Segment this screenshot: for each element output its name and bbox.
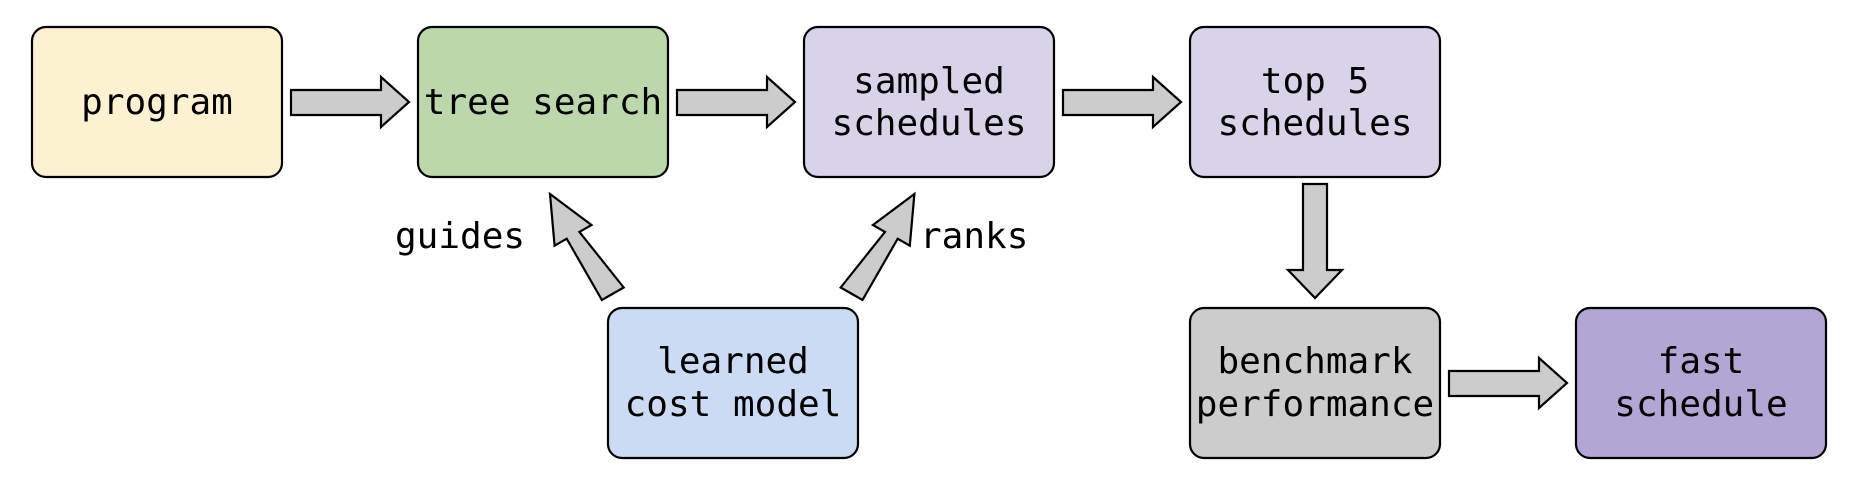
- node-learned-cost-model: learned cost model: [606, 306, 860, 460]
- arrow-cost-model-ranks-sampled: [839, 191, 916, 302]
- node-top5-schedules: top 5 schedules: [1188, 25, 1442, 179]
- fast-schedule-box: [1574, 306, 1828, 460]
- learned-cost-model-line2: cost model: [625, 384, 842, 425]
- node-benchmark-performance: benchmark performance: [1188, 306, 1442, 460]
- tree-search-label: tree search: [424, 82, 662, 123]
- sampled-schedules-box: [802, 25, 1056, 179]
- node-sampled-schedules: sampled schedules: [802, 25, 1056, 179]
- top5-schedules-line1: top 5: [1261, 61, 1369, 102]
- sampled-schedules-line1: sampled: [853, 61, 1005, 102]
- benchmark-performance-line2: performance: [1196, 384, 1434, 425]
- sampled-schedules-line2: schedules: [831, 103, 1026, 144]
- node-fast-schedule: fast schedule: [1574, 306, 1828, 460]
- top5-schedules-box: [1188, 25, 1442, 179]
- edge-label-ranks: ranks: [920, 216, 1028, 257]
- benchmark-performance-box: [1188, 306, 1442, 460]
- node-tree-search: tree search: [416, 25, 670, 179]
- arrow-cost-model-guides-tree-search: [548, 191, 626, 302]
- arrow-program-to-tree-search: [289, 74, 411, 130]
- fast-schedule-line2: schedule: [1614, 384, 1787, 425]
- fast-schedule-line1: fast: [1658, 341, 1745, 382]
- arrow-tree-search-to-sampled: [675, 74, 797, 130]
- arrow-top5-to-benchmark: [1285, 182, 1345, 300]
- arrow-benchmark-to-fast: [1447, 355, 1569, 411]
- program-label: program: [81, 82, 233, 123]
- top5-schedules-line2: schedules: [1217, 103, 1412, 144]
- program-box: [30, 25, 284, 179]
- learned-cost-model-box: [606, 306, 860, 460]
- learned-cost-model-line1: learned: [657, 341, 809, 382]
- edge-label-guides: guides: [395, 216, 525, 257]
- arrow-sampled-to-top5: [1061, 74, 1183, 130]
- tree-search-box: [416, 25, 670, 179]
- node-program: program: [30, 25, 284, 179]
- benchmark-performance-line1: benchmark: [1217, 341, 1412, 382]
